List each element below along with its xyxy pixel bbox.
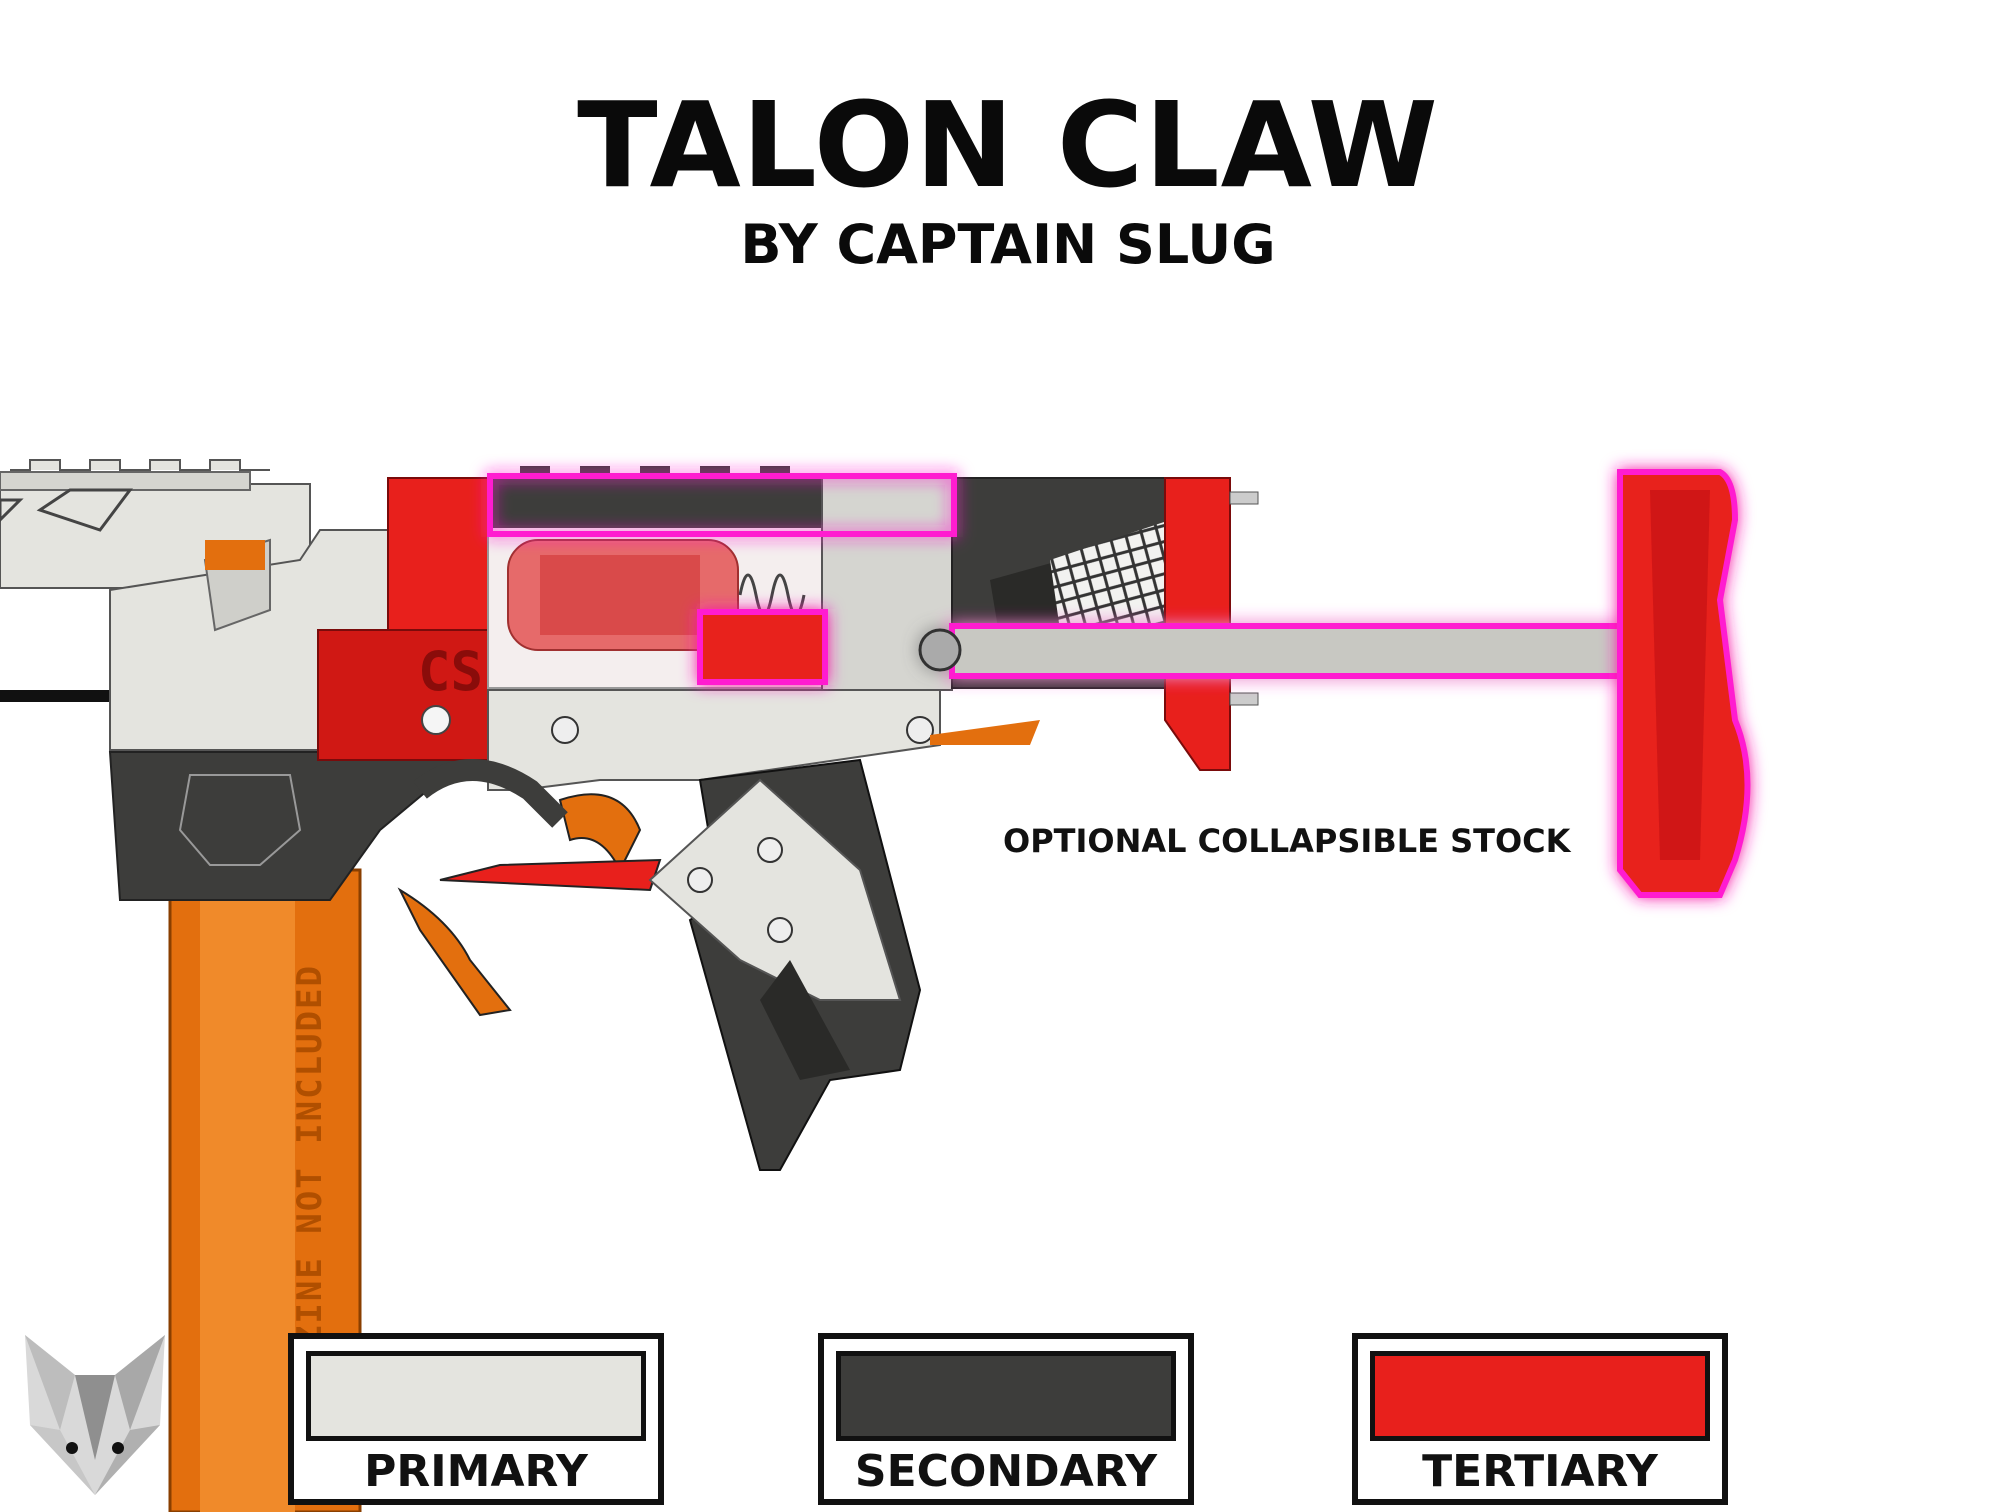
buttstock bbox=[1617, 469, 1751, 898]
legend-primary-label: PRIMARY bbox=[364, 1446, 588, 1497]
legend-primary-color bbox=[306, 1351, 646, 1441]
legend-tertiary-color bbox=[1370, 1351, 1710, 1441]
legend-secondary-label: SECONDARY bbox=[854, 1446, 1158, 1497]
front-rail bbox=[0, 459, 311, 702]
legend-tertiary-label: TERTIARY bbox=[1422, 1446, 1658, 1497]
legend-primary: PRIMARY bbox=[288, 1333, 664, 1505]
page-title: TALON CLAW bbox=[577, 76, 1439, 214]
collapsible-stock-rod bbox=[487, 473, 1695, 685]
legend-secondary: SECONDARY bbox=[818, 1333, 1194, 1505]
stock-note: OPTIONAL COLLAPSIBLE STOCK bbox=[1003, 822, 1571, 860]
trigger-group bbox=[397, 759, 662, 1017]
stock-letters: CS bbox=[418, 640, 483, 703]
fox-logo-icon bbox=[25, 1335, 165, 1495]
legend-tertiary: TERTIARY bbox=[1352, 1333, 1728, 1505]
pistol-grip bbox=[648, 758, 922, 1171]
legend-secondary-color bbox=[836, 1351, 1176, 1441]
upper-block: CS bbox=[317, 477, 489, 761]
page-subtitle: BY CAPTAIN SLUG bbox=[740, 213, 1276, 276]
